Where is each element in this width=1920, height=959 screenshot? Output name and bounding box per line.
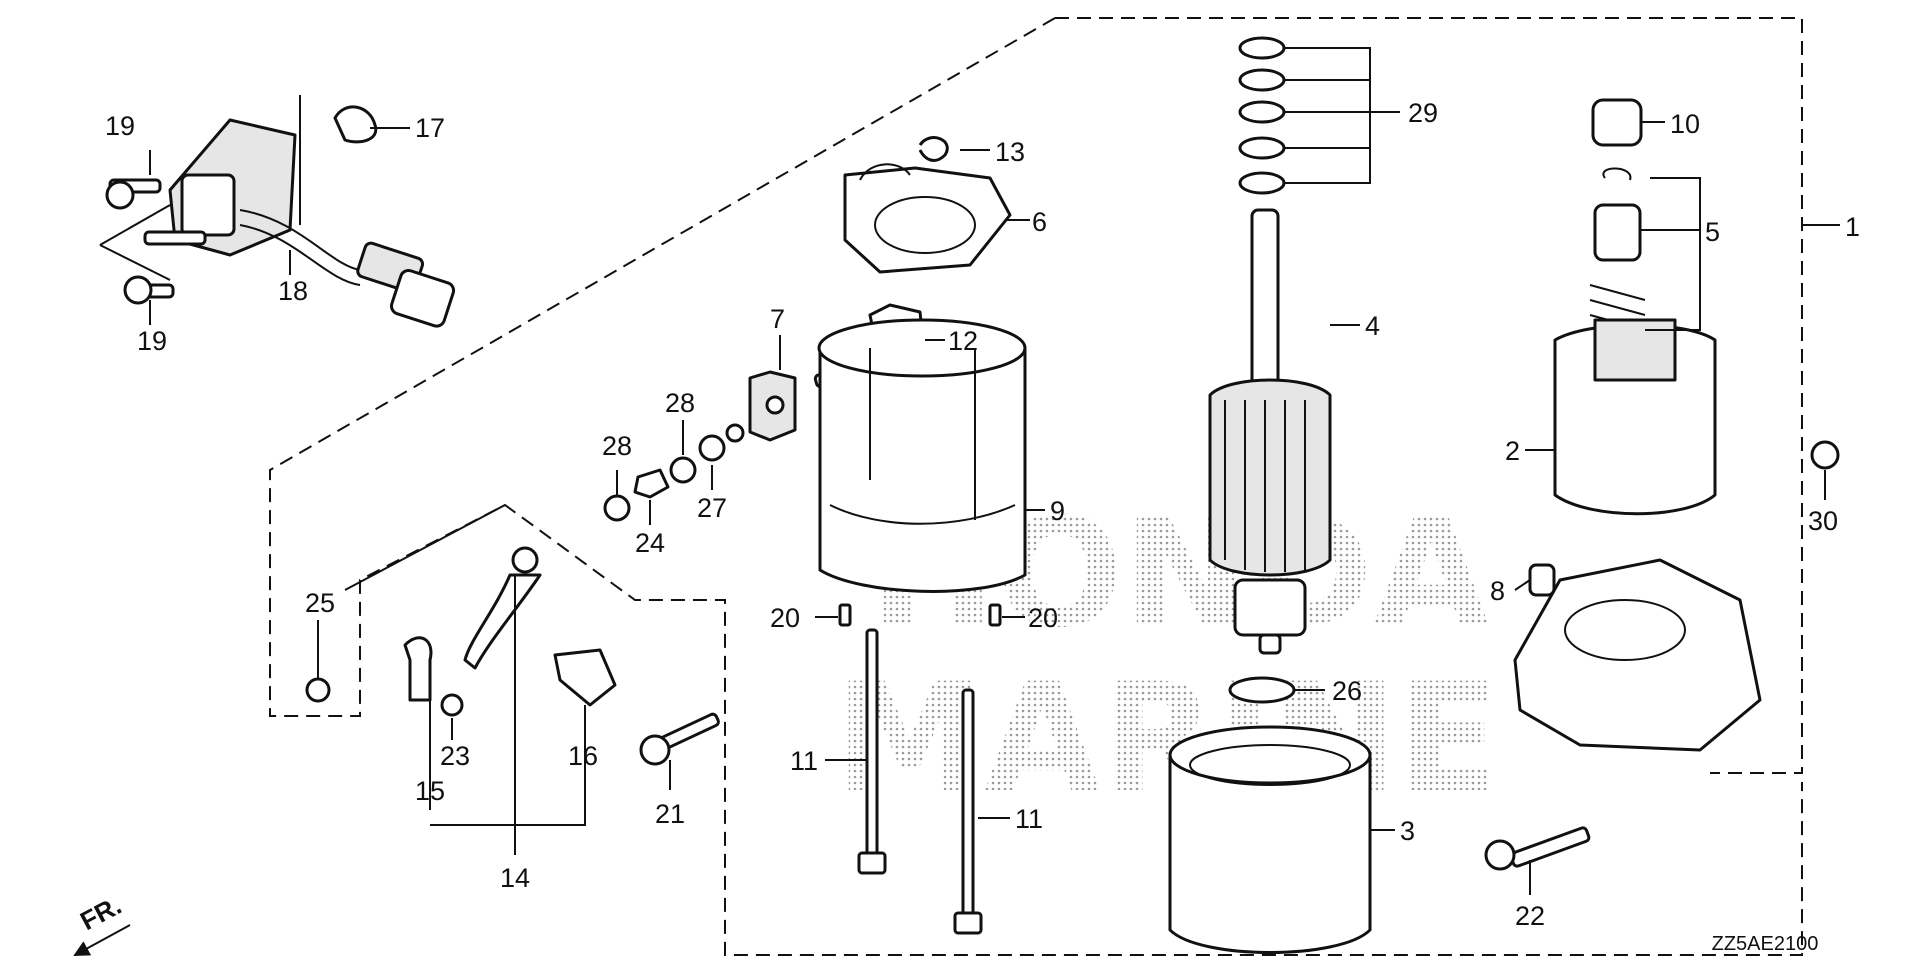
drive-housing [1484, 440, 1840, 871]
callout-19-top: 19 [105, 111, 135, 141]
through-bolts [639, 603, 1002, 935]
callout-9: 9 [1050, 496, 1065, 526]
callout-15: 15 [415, 776, 445, 806]
callout-27: 27 [697, 493, 727, 523]
direction-marker-label: FR. [75, 890, 126, 936]
callout-10: 10 [1670, 109, 1700, 139]
callout-14: 14 [500, 863, 530, 893]
terminal-parts [305, 504, 617, 717]
callout-20-right: 20 [1028, 603, 1058, 633]
watermark-line-2: MARINE [835, 652, 1500, 826]
leader-lines [73, 47, 1840, 956]
callout-26: 26 [1332, 676, 1362, 706]
callout-11-left: 11 [790, 746, 818, 776]
callout-30: 30 [1808, 506, 1838, 536]
callout-3: 3 [1400, 816, 1415, 846]
callout-12: 12 [948, 326, 978, 356]
callout-1: 1 [1845, 212, 1860, 242]
solenoid-group [99, 95, 456, 328]
yoke [1168, 725, 1372, 954]
callout-23: 23 [440, 741, 470, 771]
callout-5: 5 [1705, 217, 1720, 247]
callout-20-left: 20 [770, 603, 800, 633]
callout-28-lower: 28 [602, 431, 632, 461]
armature [1208, 36, 1332, 704]
direction-marker: FR. [75, 890, 126, 936]
callout-labels: 19 17 18 19 13 6 29 10 5 1 7 12 28 28 24… [105, 98, 1860, 931]
callout-18: 18 [278, 276, 308, 306]
callout-11-right: 11 [1015, 804, 1043, 834]
callout-2: 2 [1505, 436, 1520, 466]
callout-17: 17 [415, 113, 445, 143]
callout-8: 8 [1490, 576, 1505, 606]
brush-holder [843, 136, 1012, 274]
callout-6: 6 [1032, 207, 1047, 237]
watermark: HONDA MARINE [835, 487, 1500, 826]
rear-cover [817, 318, 1027, 593]
callout-21: 21 [655, 799, 685, 829]
callout-22: 22 [1515, 901, 1545, 931]
callout-29: 29 [1408, 98, 1438, 128]
callout-19-bottom: 19 [137, 326, 167, 356]
callout-24: 24 [635, 528, 665, 558]
pinion-group [1553, 98, 1717, 516]
callout-28-upper: 28 [665, 388, 695, 418]
callout-16: 16 [568, 741, 598, 771]
callout-7: 7 [770, 304, 785, 334]
diagram-code: ZZ5AE2100 [1712, 933, 1819, 955]
callout-25: 25 [305, 588, 335, 618]
callout-13: 13 [995, 137, 1025, 167]
callout-4: 4 [1365, 311, 1380, 341]
